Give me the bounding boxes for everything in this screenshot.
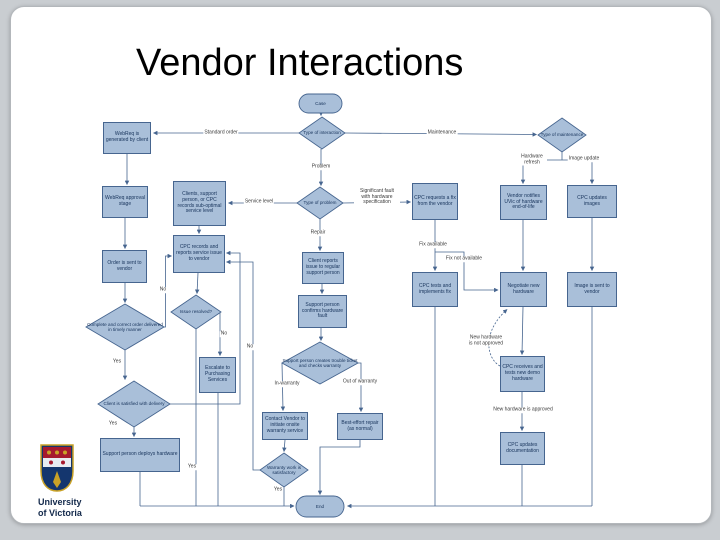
node-escalate: Escalate to Purchasing Services: [199, 357, 236, 393]
node-vendor-notifies: Vendor notifies UVic of hardware end-of-…: [500, 185, 547, 220]
node-cpc-requests-fix: CPC requests a fix from the vendor: [412, 183, 458, 220]
node-image-sent: Image is sent to vendor: [567, 272, 617, 307]
node-cpc-tests-fix: CPC tests and implements fix: [412, 272, 458, 307]
node-cpc-receives: CPC receives and tests new demo hardware: [500, 356, 545, 392]
edge-label-repair: Repair: [309, 229, 327, 236]
node-deploys: Support person deploys hardware: [100, 438, 180, 472]
flowchart-edges: [122, 111, 595, 509]
edge-label-yes-resolved: Yes: [186, 463, 198, 470]
node-shape-end: [295, 495, 345, 518]
node-shape-warranty-satisfactory: [259, 452, 309, 488]
edge-label-standard-order: Standard order: [203, 129, 239, 136]
edge-label-service-level: Service level: [243, 198, 275, 205]
edge-label-in-warranty: In-warranty: [273, 380, 301, 387]
node-shape-start: [298, 93, 343, 114]
node-confirms-fault: Support person confirms hardware fault: [298, 295, 347, 328]
edge-label-out-of-warranty: Out of warranty: [341, 378, 379, 385]
edge-label-yes-warranty: Yes: [272, 486, 284, 493]
node-cpc-updates-images: CPC updates images: [567, 185, 617, 218]
edge-label-maintenance: Maintenance: [426, 129, 458, 136]
page-title: Vendor Interactions: [136, 42, 464, 84]
node-shape-type-of-maintenance: [537, 117, 587, 153]
edge-label-yes-satisfied: Yes: [107, 420, 119, 427]
edge-label-significant-fault: Significant fault with hardware specific…: [354, 188, 400, 206]
node-client-reports: Client reports issue to regular support …: [302, 252, 344, 284]
edge-label-hardware-refresh: Hardware refresh: [517, 154, 547, 166]
node-order-sent: Order is sent to vendor: [102, 250, 147, 283]
node-shape-issue-resolved: [170, 294, 222, 330]
node-negotiate: Negotiate new hardware: [500, 272, 547, 307]
edge-label-fix-not-available: Fix not available: [444, 255, 484, 262]
flowchart-shapes: [85, 93, 587, 518]
node-best-effort: Best-effort repair (as normal): [337, 413, 383, 440]
edge-label-fix-available: Fix available: [418, 241, 448, 248]
node-shape-trouble-ticket: [281, 341, 359, 385]
node-cpc-updates-doc: CPC updates documentation: [500, 432, 545, 465]
node-shape-complete-correct: [85, 303, 165, 351]
logo-org-line2: of Victoria: [38, 508, 82, 518]
node-shape-type-of-problem: [296, 186, 344, 220]
node-cpc-records: CPC records and reports service issue to…: [173, 235, 225, 273]
edge-label-no-warranty: No: [245, 343, 255, 350]
edge-label-new-hw-not-approved: New hardware is not approved: [467, 334, 505, 347]
edge-label-no-not-resolved: No: [219, 330, 229, 337]
node-shape-client-satisfied: [97, 380, 171, 428]
node-clients-suboptimal: Clients, support person, or CPC records …: [173, 181, 226, 226]
node-webreq-generated: WebReq is generated by client: [103, 122, 151, 154]
edge-label-new-hw-approved: New hardware is approved: [492, 406, 554, 413]
edge-label-problem: Problem: [310, 163, 332, 170]
edge-label-yes-complete: Yes: [111, 358, 123, 365]
edge-label-no-order-issue: No: [158, 286, 168, 293]
node-contact-vendor: Contact Vendor to initiate onsite warran…: [262, 412, 308, 440]
node-webreq-approval: WebReq approval stage: [102, 186, 148, 218]
uvic-shield-icon: [40, 444, 74, 492]
logo-org-line1: University: [38, 497, 82, 507]
node-shape-type-of-interaction: [298, 116, 346, 150]
edge-label-image-update: Image update: [567, 155, 601, 162]
